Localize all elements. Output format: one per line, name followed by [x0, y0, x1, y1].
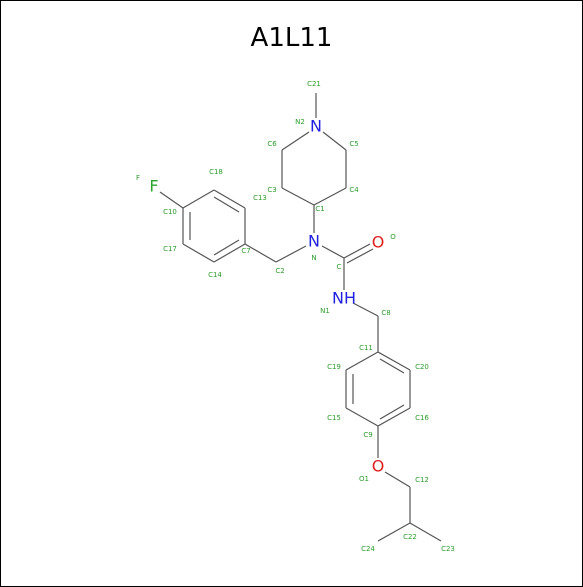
bond-n2-c6 — [281, 131, 310, 151]
atom-n-symbol: N — [308, 232, 320, 251]
label-c10: C10 — [163, 208, 177, 216]
bond-inner-c11-c20 — [379, 358, 405, 374]
bond-c22-c23 — [409, 522, 442, 542]
bond-n-c2 — [275, 245, 307, 263]
label-c22: C22 — [403, 533, 417, 541]
label-c4: C4 — [349, 186, 359, 194]
label-c14: C14 — [208, 271, 222, 279]
label-c20: C20 — [415, 363, 429, 371]
label-n: N — [311, 254, 316, 262]
label-c2: C2 — [275, 267, 284, 275]
label-c16: C16 — [415, 414, 429, 422]
bond-c14-c7 — [213, 243, 246, 263]
bond-c-o-a — [343, 243, 371, 259]
bond-c17-c14 — [182, 243, 215, 263]
atom-symbols: N N O NH O F — [149, 117, 384, 476]
label-c: C — [337, 263, 342, 271]
bond-c9-c15 — [345, 407, 379, 427]
bond-c11-c20 — [377, 351, 411, 371]
label-c12: C12 — [415, 476, 429, 484]
atom-o1-symbol: O — [372, 457, 385, 476]
bond-inner-c16-c9 — [379, 404, 405, 420]
bonds — [159, 93, 442, 542]
label-n2: N2 — [295, 118, 305, 126]
label-c6: C6 — [267, 140, 277, 148]
bond-o1-c12 — [384, 471, 411, 488]
bond-inner-c13-c18 — [213, 196, 240, 213]
bond-n-c — [321, 245, 345, 259]
atom-labels: C21 N2 C6 C5 C4 C3 C1 F C18 C10 C13 C17 … — [136, 80, 455, 553]
label-c9: C9 — [363, 431, 372, 439]
bond-c19-c11 — [345, 351, 379, 371]
label-c1: C1 — [315, 205, 324, 213]
bond-c-o-b — [346, 248, 374, 264]
bond-n2-c5 — [322, 131, 347, 151]
label-c24: C24 — [361, 545, 375, 553]
bond-c2-c7 — [244, 243, 277, 263]
molecule-title: A1L11 — [250, 23, 333, 53]
atom-n1-symbol: NH — [332, 289, 356, 308]
bond-n1-c8 — [352, 302, 379, 317]
label-c19: C19 — [327, 363, 341, 371]
bond-c4-c1 — [313, 187, 347, 206]
bond-c10-f — [159, 191, 184, 209]
atom-n2-symbol: N — [310, 117, 322, 136]
bond-c3-c1 — [281, 187, 315, 206]
label-c11: C11 — [359, 344, 373, 352]
label-c15: C15 — [327, 414, 341, 422]
bond-c18-c10 — [182, 189, 215, 209]
label-c8: C8 — [381, 309, 390, 317]
label-c13: C13 — [253, 194, 267, 202]
label-o: O — [390, 233, 396, 241]
label-c7: C7 — [241, 247, 250, 255]
bond-c13-c18 — [213, 189, 246, 209]
label-c5: C5 — [349, 140, 358, 148]
bond-c22-c24 — [377, 522, 411, 542]
label-c23: C23 — [441, 545, 455, 553]
label-c17: C17 — [163, 245, 177, 253]
atom-o-symbol: O — [372, 233, 385, 252]
label-c3: C3 — [267, 186, 276, 194]
label-o1: O1 — [359, 475, 369, 483]
label-c21: C21 — [307, 80, 321, 88]
bond-c16-c9 — [377, 407, 411, 427]
label-n1: N1 — [320, 307, 330, 315]
label-f: F — [136, 174, 140, 182]
bond-inner-c14-c7 — [213, 239, 240, 256]
label-c18: C18 — [209, 168, 223, 176]
atom-f-symbol: F — [149, 177, 158, 196]
